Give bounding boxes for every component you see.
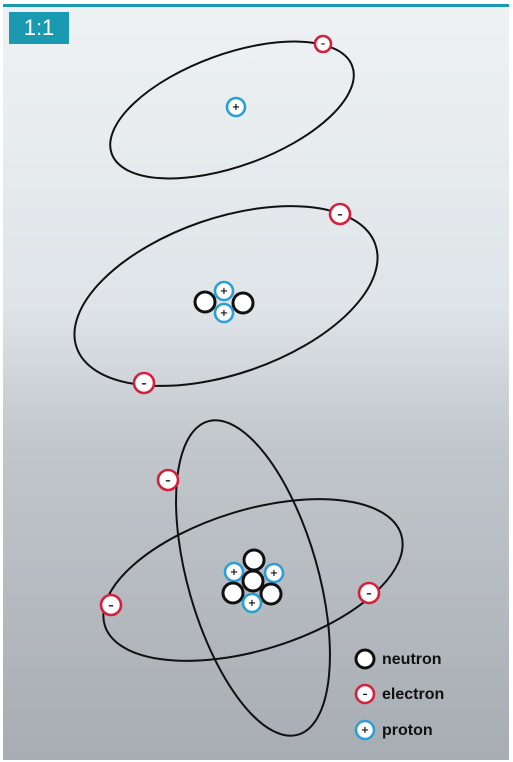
neutron-particle: [231, 291, 255, 315]
electron-sign: –: [165, 474, 171, 487]
proton-sign: +: [270, 568, 278, 579]
legend-item-neutron: neutron: [354, 648, 442, 670]
proton-sign: +: [232, 102, 240, 113]
electron-particle: –: [132, 371, 156, 395]
electron-particle: –: [357, 581, 381, 605]
orbit: [102, 498, 404, 662]
legend-item-electron: – electron: [354, 683, 444, 705]
neutron-particle: [241, 569, 265, 593]
particles: – + + + – – + + + – – –: [99, 34, 381, 617]
proton-particle: +: [213, 302, 235, 324]
electron-sign: –: [141, 377, 147, 390]
neutron-particle: [242, 548, 266, 572]
proton-particle: +: [223, 561, 245, 583]
electron-particle: –: [156, 468, 180, 492]
orbit: [109, 40, 355, 180]
neutron-particle: [193, 290, 217, 314]
legend-label: electron: [382, 686, 444, 703]
proton-sign: +: [361, 725, 369, 736]
proton-particle: +: [354, 719, 376, 741]
legend: neutron – electron + proton: [354, 648, 444, 741]
top-accent-bar: [3, 4, 509, 7]
neutron-particle: [259, 582, 283, 606]
electron-particle: –: [313, 34, 333, 54]
scale-badge: 1:1: [9, 12, 69, 44]
electron-sign: –: [363, 689, 368, 700]
proton-particle: +: [225, 96, 247, 118]
proton-sign: +: [230, 567, 238, 578]
neutron-particle: [221, 581, 245, 605]
proton-sign: +: [248, 598, 256, 609]
electron-sign: –: [321, 40, 326, 50]
electron-particle: –: [354, 683, 376, 705]
legend-item-proton: + proton: [354, 719, 433, 741]
orbit: [73, 205, 379, 387]
proton-sign: +: [220, 308, 228, 319]
electron-particle: –: [328, 202, 352, 226]
proton-sign: +: [220, 286, 228, 297]
electron-sign: –: [337, 208, 343, 221]
atom-helium: [73, 205, 379, 387]
atom-lithium: [102, 419, 404, 737]
atom-hydrogen: [109, 40, 355, 180]
electron-sign: –: [366, 587, 372, 600]
proton-particle: +: [241, 592, 263, 614]
diagram-panel: – + + + – – + + + – – – neutron – electron + proton 1:1: [3, 4, 509, 760]
orbit: [175, 419, 331, 737]
background: [3, 4, 509, 760]
legend-label: proton: [382, 722, 433, 739]
proton-particle: +: [213, 280, 235, 302]
legend-label: neutron: [382, 651, 442, 668]
neutron-particle: [354, 648, 376, 670]
atom-diagrams: – + + + – – + + + – – – neutron – electron + proton: [3, 4, 509, 760]
electron-sign: –: [108, 599, 114, 612]
electron-particle: –: [99, 593, 123, 617]
proton-particle: +: [263, 562, 285, 584]
